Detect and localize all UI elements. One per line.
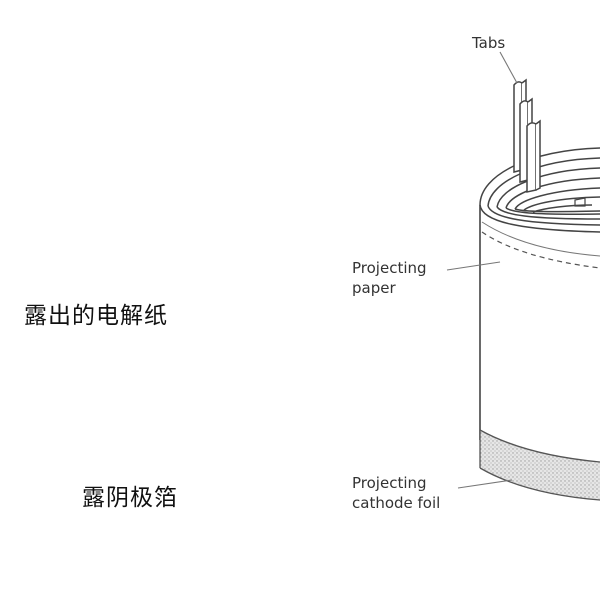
chinese-label-exposed-cathode-foil: 露阴极箔: [82, 485, 178, 511]
label-projecting-paper: Projecting paper: [352, 258, 427, 298]
label-projecting-cathode-foil-line2: cathode foil: [352, 494, 441, 512]
cylinder-body: [479, 205, 600, 440]
leader-line-paper: [446, 261, 501, 271]
leader-lines: [446, 51, 518, 489]
chinese-label-exposed-paper: 露出的电解纸: [24, 303, 168, 329]
label-projecting-cathode-foil-line1: Projecting: [352, 474, 427, 492]
terminal-tabs: [513, 78, 541, 193]
projecting-cathode-foil-band: [479, 429, 600, 501]
label-projecting-paper-line1: Projecting: [352, 259, 427, 277]
label-tabs: Tabs: [472, 34, 506, 52]
leader-line-foil: [457, 479, 513, 489]
projecting-paper-edge: [481, 221, 600, 269]
label-projecting-cathode-foil: Projecting cathode foil: [352, 473, 440, 513]
leader-line-tabs: [499, 51, 518, 84]
label-projecting-paper-line2: paper: [352, 279, 396, 297]
